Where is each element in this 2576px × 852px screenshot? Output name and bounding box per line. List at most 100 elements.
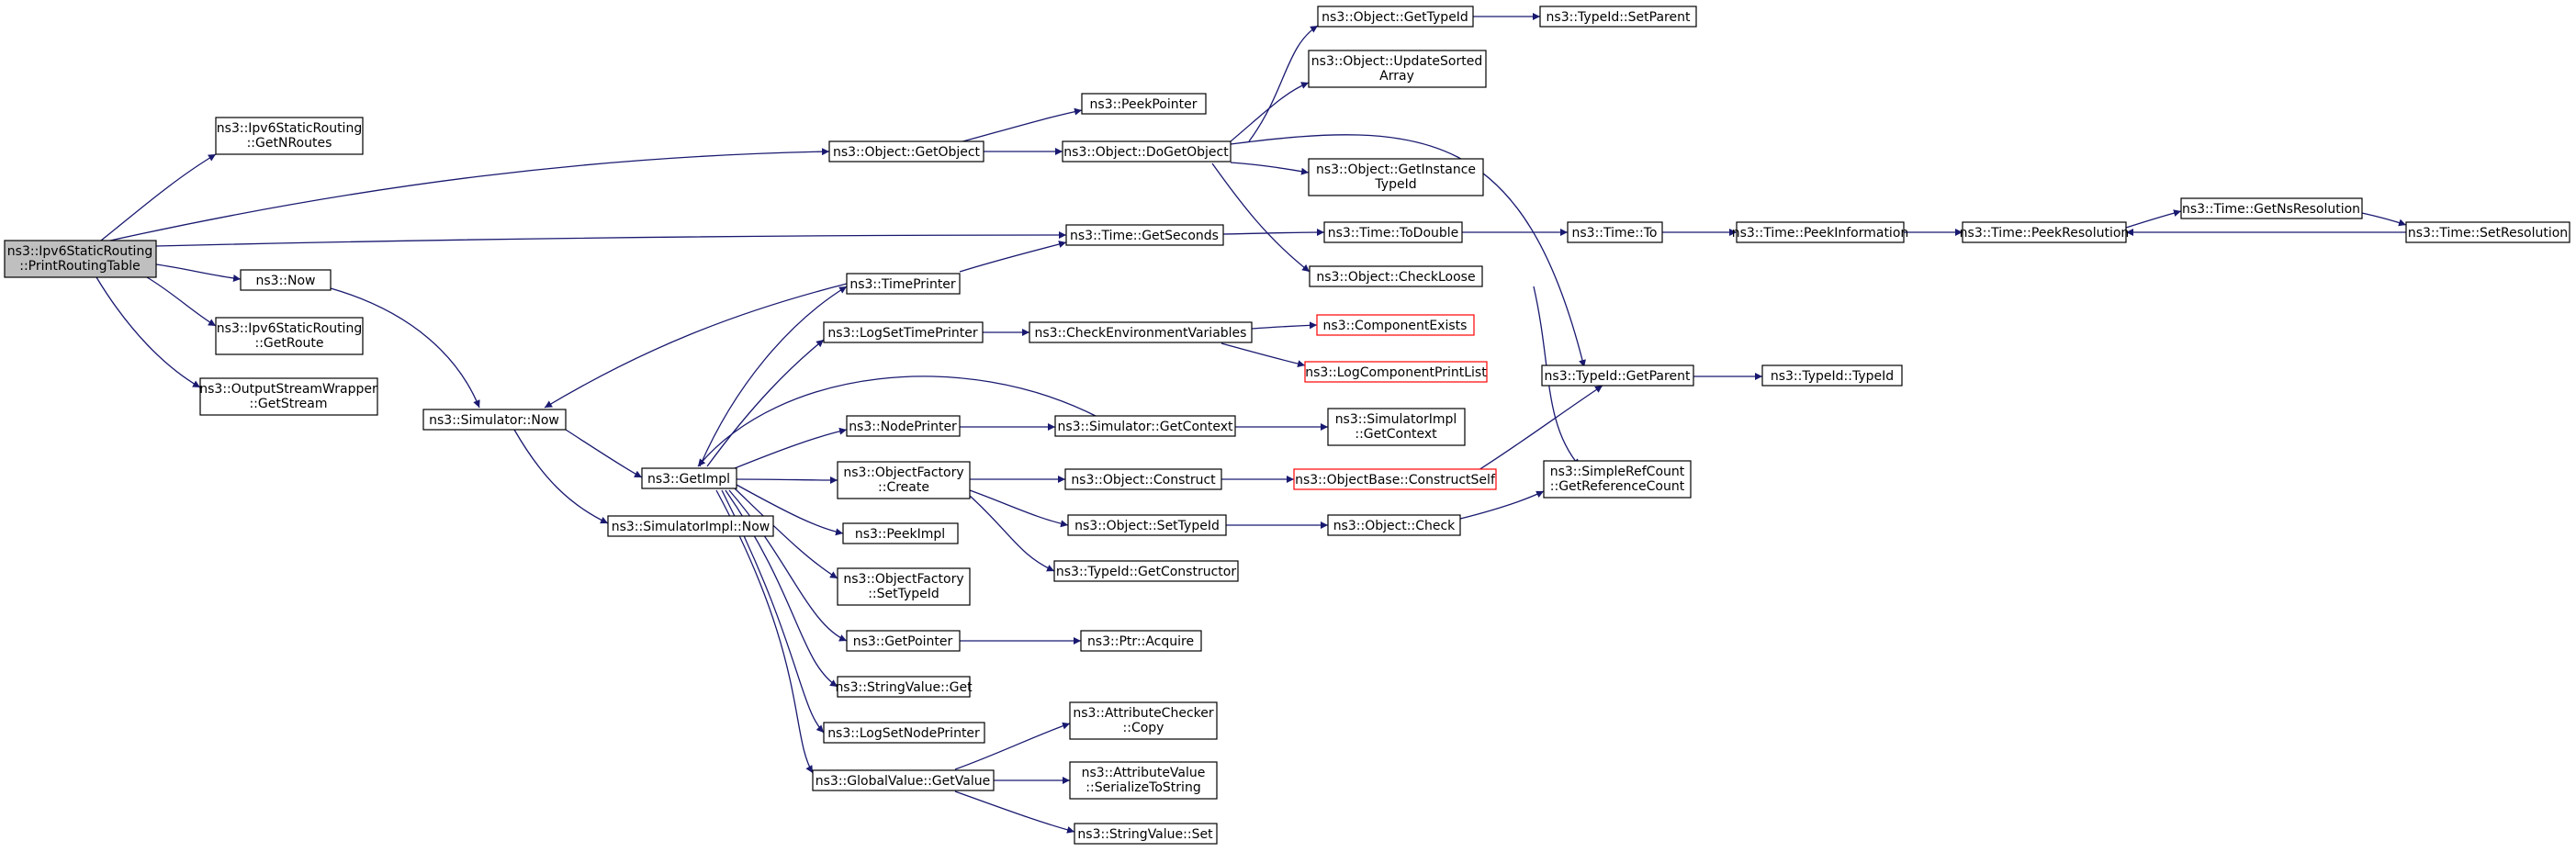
node-ofsettypeid[interactable]: ns3::ObjectFactory ::SetTypeId [837,567,971,606]
node-svget[interactable]: ns3::StringValue::Get [835,676,973,698]
node-getinstance[interactable]: ns3::Object::GetInstance TypeId [1308,158,1484,196]
node-settypeid[interactable]: ns3::Object::SetTypeId [1067,514,1227,536]
node-gvgetvalue[interactable]: ns3::GlobalValue::GetValue [812,769,995,791]
edge-getimpl-logsettime [706,339,825,467]
edge-ofcreate-getconstructor [969,495,1055,572]
node-label: ns3::ObjectFactory [843,465,963,480]
node-typeidtypeid[interactable]: ns3::TypeId::TypeId [1761,364,1903,387]
node-now[interactable]: ns3::Now [240,269,332,291]
node-label: ns3::Object::Check [1333,519,1456,533]
edge-getimpl-logsetnode [721,489,825,734]
node-simnow[interactable]: ns3::Simulator::Now [422,409,567,431]
edge-dogetobject-gettypeid [1248,25,1319,142]
node-typeidgetparent[interactable]: ns3::TypeId::GetParent [1541,364,1694,387]
node-label: TypeId [1374,177,1416,192]
node-label: ::GetContext [1355,427,1437,442]
node-label: ::GetRoute [254,336,323,351]
node-label: Array [1379,69,1414,84]
node-label: ns3::OutputStreamWrapper [199,382,377,397]
node-label: ns3::Object::GetObject [833,145,981,160]
node-nodeprinter[interactable]: ns3::NodePrinter [846,415,961,437]
node-label: ns3::Object::GetInstance [1316,163,1476,177]
node-getseconds[interactable]: ns3::Time::GetSeconds [1065,224,1224,246]
node-gettypeid[interactable]: ns3::Object::GetTypeId [1317,6,1474,28]
node-logsettime[interactable]: ns3::LogSetTimePrinter [823,321,984,343]
node-constructself[interactable]: ns3::ObjectBase::ConstructSelf [1293,468,1497,490]
node-peekpointer[interactable]: ns3::PeekPointer [1081,93,1207,115]
edge-root-now [155,263,242,282]
node-peekimpl[interactable]: ns3::PeekImpl [842,522,959,544]
edge-checkloose-refcount [1533,286,1580,467]
node-label: ns3::GlobalValue::GetValue [816,774,990,789]
node-updatesorted[interactable]: ns3::Object::UpdateSorted Array [1308,50,1487,88]
edge-ofcreate-settypeid [969,489,1069,528]
node-todouble[interactable]: ns3::Time::ToDouble [1323,221,1463,243]
node-setres[interactable]: ns3::Time::SetResolution [2405,221,2570,243]
node-label: ns3::TypeId::TypeId [1771,369,1894,384]
node-label: ns3::Time::GetNsResolution [2182,202,2360,217]
edge-gvgetvalue-svset [954,790,1075,834]
node-compexists[interactable]: ns3::ComponentExists [1316,314,1475,336]
node-root[interactable]: ns3::Ipv6StaticRouting ::PrintRoutingTab… [4,240,157,278]
node-refcount[interactable]: ns3::SimpleRefCount ::GetReferenceCount [1543,460,1692,499]
node-getimpl[interactable]: ns3::GetImpl [641,467,737,489]
node-label: ::SerializeToString [1086,780,1200,795]
node-getroute[interactable]: ns3::Ipv6StaticRouting ::GetRoute [215,317,364,355]
edge-now-simnow [330,287,480,409]
edge-dogetobject-updatesorted [1230,82,1310,142]
node-label: ns3::LogSetNodePrinter [827,726,980,741]
node-label: ::SetTypeId [868,587,939,601]
node-label: ns3::Time::PeekInformation [1732,226,1909,241]
node-peekinfo[interactable]: ns3::Time::PeekInformation [1732,221,1909,243]
node-dogetobject[interactable]: ns3::Object::DoGetObject [1062,140,1232,163]
node-construct[interactable]: ns3::Object::Construct [1064,468,1222,490]
node-getstream[interactable]: ns3::OutputStreamWrapper ::GetStream [199,377,378,416]
edge-check-refcount [1459,490,1545,520]
node-label: ns3::Time::SetResolution [2408,226,2568,241]
node-label: ns3::AttributeValue [1082,766,1206,780]
node-checkloose[interactable]: ns3::Object::CheckLoose [1309,265,1483,287]
edge-root-getnroutes [100,153,217,241]
node-setparent[interactable]: ns3::TypeId::SetParent [1539,6,1697,28]
node-label: ns3::Object::GetTypeId [1322,10,1468,25]
node-svset[interactable]: ns3::StringValue::Set [1074,823,1218,845]
node-to[interactable]: ns3::Time::To [1567,221,1663,243]
node-label: ns3::GetImpl [647,472,730,487]
node-simimplnow[interactable]: ns3::SimulatorImpl::Now [607,515,774,537]
edge-getimpl-timeprinter [699,286,848,467]
edge-dogetobject-checkloose [1211,163,1310,273]
node-label: ns3::Object::CheckLoose [1316,270,1475,285]
edge-getnsres-setres [2361,212,2407,227]
node-getobject[interactable]: ns3::Object::GetObject [828,140,984,163]
node-getnsres[interactable]: ns3::Time::GetNsResolution [2180,197,2363,219]
node-checkenv[interactable]: ns3::CheckEnvironmentVariables [1029,321,1253,343]
node-logcomplist[interactable]: ns3::LogComponentPrintList [1304,361,1488,383]
edge-getimpl-ofcreate [736,476,838,484]
node-label: ns3::SimpleRefCount [1550,465,1685,479]
node-ofcreate[interactable]: ns3::ObjectFactory ::Create [837,461,971,499]
edge-getimpl-gvgetvalue [715,489,814,774]
node-peekres[interactable]: ns3::Time::PeekResolution [1960,221,2130,243]
node-acquire[interactable]: ns3::Ptr::Acquire [1080,630,1202,652]
node-timeprinter[interactable]: ns3::TimePrinter [846,273,961,295]
node-getconstructor[interactable]: ns3::TypeId::GetConstructor [1053,560,1239,582]
nodes: ns3::Ipv6StaticRouting ::PrintRoutingTab… [4,6,2570,845]
node-logsetnode[interactable]: ns3::LogSetNodePrinter [823,722,985,744]
node-label: ns3::ComponentExists [1323,319,1468,333]
node-label: ::GetReferenceCount [1550,479,1685,494]
node-simimplgetcontext[interactable]: ns3::SimulatorImpl ::GetContext [1327,408,1466,446]
node-avser[interactable]: ns3::AttributeValue ::SerializeToString [1069,761,1218,800]
edge-root-getroute [146,276,217,327]
node-simgetcontext[interactable]: ns3::Simulator::GetContext [1054,415,1236,437]
node-check[interactable]: ns3::Object::Check [1327,514,1461,536]
node-getpointer[interactable]: ns3::GetPointer [846,630,961,652]
node-getnroutes[interactable]: ns3::Ipv6StaticRouting ::GetNRoutes [215,117,364,155]
node-label: ns3::SimulatorImpl [1335,412,1457,427]
edges [96,13,2407,834]
node-label: ns3::Ipv6StaticRouting [7,244,152,259]
edge-dogetobject-typeidgetparent [1230,134,1586,368]
node-label: ns3::Simulator::GetContext [1057,420,1233,434]
node-accopy[interactable]: ns3::AttributeChecker ::Copy [1069,701,1218,740]
node-label: ns3::GetPointer [853,634,953,649]
node-label: ns3::Object::DoGetObject [1063,145,1229,160]
